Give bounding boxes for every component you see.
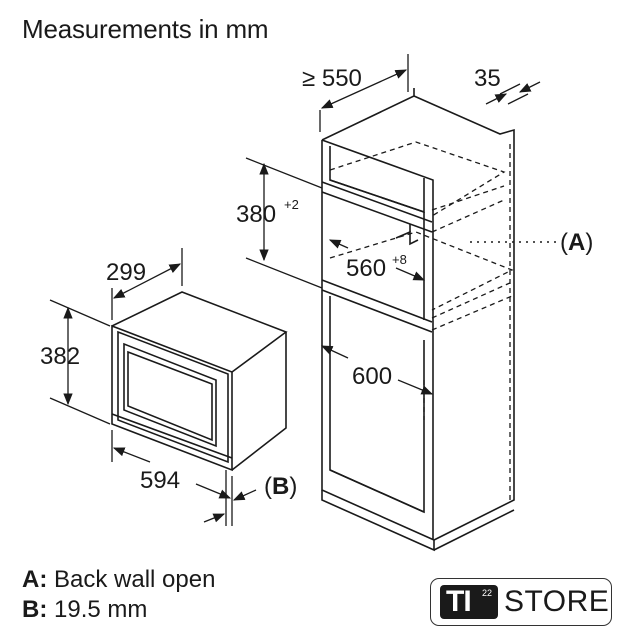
callout-b: (B) (264, 473, 297, 500)
legend-b-key: B: (22, 596, 48, 623)
dim-cabinet-width: 600 (352, 363, 392, 390)
dim-niche-width: 560 (346, 255, 386, 282)
dim-oven-width: 594 (140, 467, 180, 494)
cabinet-hidden-edges (329, 141, 514, 500)
cabinet-dimension-lines (245, 54, 541, 395)
logo-mark: TI 22 (440, 585, 498, 619)
dim-oven-depth: 299 (106, 259, 146, 286)
oven-unit (111, 291, 288, 472)
ti-store-logo: TI 22 STORE (430, 578, 612, 626)
legend-b-text: 19.5 mm (54, 596, 148, 623)
dim-niche-height: 380 (236, 201, 276, 228)
dim-recess: 35 (474, 65, 501, 92)
callout-a: (A) (560, 229, 593, 256)
logo-mark-superscript: 22 (482, 588, 493, 598)
dim-oven-height: 382 (40, 343, 80, 370)
dim-cabinet-depth: ≥ 550 (302, 65, 362, 92)
oven-dimension-lines (49, 248, 257, 526)
logo-wordmark: STORE (504, 585, 610, 618)
diagram-title: Measurements in mm (22, 14, 269, 44)
legend-a-key: A: (22, 566, 48, 593)
dim-niche-width-tolerance: +8 (392, 252, 407, 267)
dim-niche-height-tolerance: +2 (284, 197, 299, 212)
legend-a: A: Back wall open (22, 566, 215, 594)
logo-mark-text: TI (446, 585, 472, 618)
legend-b: B: 19.5 mm (22, 596, 147, 624)
tall-cabinet (321, 88, 515, 552)
legend-a-text: Back wall open (54, 566, 216, 593)
